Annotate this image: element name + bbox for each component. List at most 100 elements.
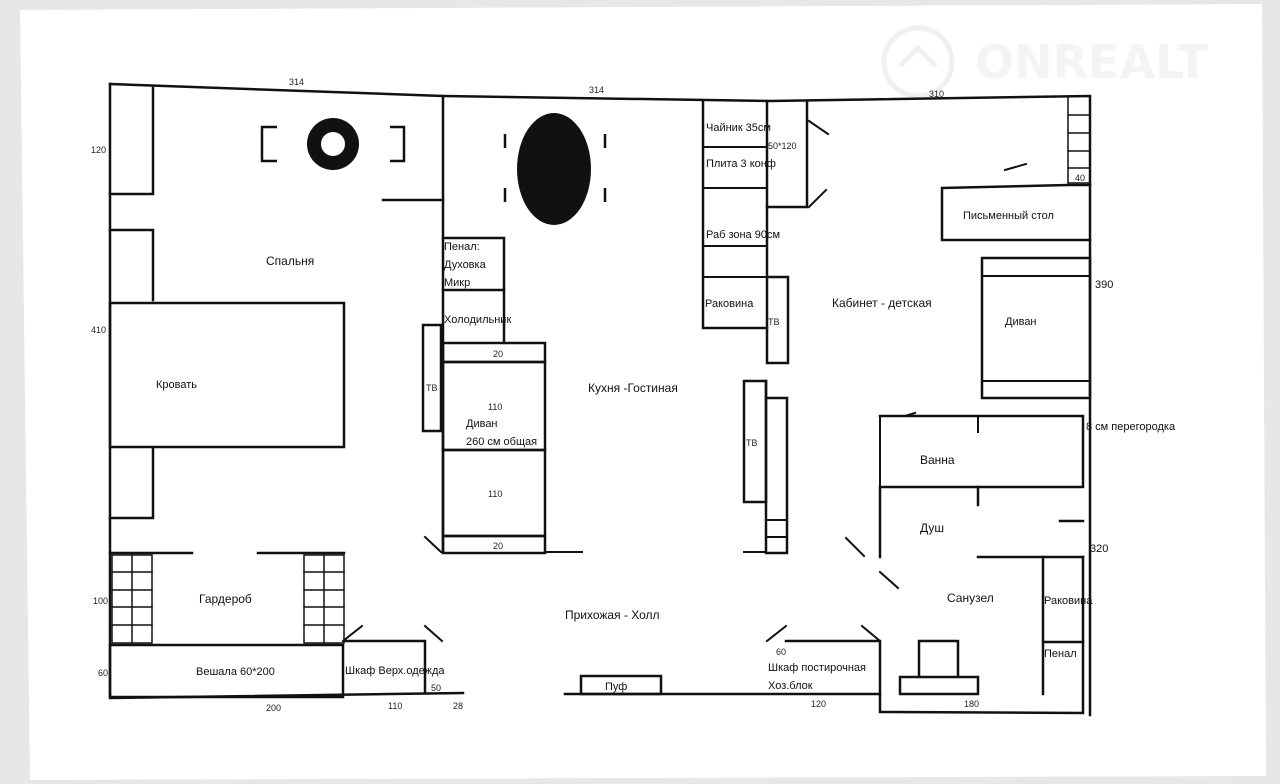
dim-bottom-120: 120 xyxy=(811,699,826,709)
dim-right-390: 390 xyxy=(1095,279,1113,291)
desk-box xyxy=(940,183,1092,242)
label-bed: Кровать xyxy=(156,379,197,391)
niche-top-left xyxy=(108,86,155,196)
dim-bottom-28: 28 xyxy=(453,701,463,711)
room-wc: Санузел xyxy=(947,591,994,605)
room-wardrobe: Гардероб xyxy=(199,592,252,606)
oval-table-icon xyxy=(517,113,591,225)
toilet-shape xyxy=(898,639,980,696)
label-closet-line2: Хоз.блок xyxy=(768,680,813,692)
label-kettle: Чайник 35см xyxy=(706,122,771,134)
dim-left-100: 100 xyxy=(93,596,108,606)
dining-chairs-icon xyxy=(503,134,607,202)
outer-closet-box xyxy=(342,639,427,695)
room-shower: Душ xyxy=(920,521,944,535)
label-pencil-3: Микр xyxy=(444,277,470,289)
walls xyxy=(108,82,1092,717)
counter-dividers xyxy=(702,146,768,278)
label-outer-closet: Шкаф Верх.одежда xyxy=(345,665,445,677)
closet-doors-left xyxy=(341,624,444,643)
bed-shape xyxy=(108,301,346,449)
label-sofa-right: Диван xyxy=(1005,316,1037,328)
label-sink-right: Раковина xyxy=(1044,595,1093,607)
label-pencil-2: Духовка xyxy=(444,259,487,271)
label-closet-line1: Шкаф постирочная xyxy=(768,662,866,674)
watermark-text: ONREALT xyxy=(975,35,1209,89)
dining-table xyxy=(503,113,607,225)
laundry-closet-box xyxy=(784,639,882,696)
label-fridge: Холодильник xyxy=(444,314,511,326)
laundry-closet-doors xyxy=(765,624,882,643)
pencil-box xyxy=(441,236,506,292)
room-kitchen-living: Кухня -Гостиная xyxy=(588,381,678,395)
sink-pencil-walls xyxy=(1041,555,1085,696)
niche-mid-left xyxy=(108,228,155,302)
kitchen-counter xyxy=(701,99,769,330)
label-tv-right-lower: ТВ xyxy=(746,438,758,448)
sofa-right-arms xyxy=(981,275,1091,382)
label-tv-left: ТВ xyxy=(426,383,438,393)
dim-top-right: 310 xyxy=(929,89,944,99)
dim-top-mid: 314 xyxy=(589,85,604,95)
dim-left-120: 120 xyxy=(91,145,106,155)
niche-low-left xyxy=(108,446,155,520)
label-workzone: Раб зона 90см xyxy=(706,229,780,241)
label-pencil-right: Пенал xyxy=(1044,648,1077,660)
house-icon xyxy=(898,44,938,68)
sofa-right-box xyxy=(980,256,1092,400)
dim-closet-60: 60 xyxy=(776,647,786,657)
dim-sofa-20-bottom: 20 xyxy=(493,541,503,551)
room-hall: Прихожая - Холл xyxy=(565,608,660,622)
dim-bottom-180: 180 xyxy=(964,699,979,709)
label-stove: Плита 3 конф xyxy=(706,158,776,170)
chairs-icon xyxy=(260,125,406,163)
dim-sofa-110-a: 110 xyxy=(488,402,502,412)
label-pencil-1: Пенал: xyxy=(444,241,480,253)
tv-right-upper xyxy=(765,99,790,365)
watermark-logo-icon xyxy=(881,25,955,99)
niche-50x120 xyxy=(765,99,809,209)
bathroom-doors xyxy=(844,536,900,590)
dim-right-320: 320 xyxy=(1090,543,1108,555)
shelf-right-grid xyxy=(303,554,345,644)
shelf-study-grid xyxy=(1067,114,1091,169)
room-study: Кабинет - детская xyxy=(832,296,932,310)
label-tv-right-upper: ТВ xyxy=(768,317,780,327)
dim-sofa-20-top: 20 xyxy=(493,349,503,359)
paper-sheet xyxy=(20,4,1266,780)
bath-box xyxy=(878,414,1085,559)
dim-sofa-110-b: 110 xyxy=(488,489,502,499)
label-niche: 50*120 xyxy=(768,141,797,151)
tv-left-box xyxy=(421,323,443,433)
kitchen-opening xyxy=(423,535,583,554)
niche-doors xyxy=(807,119,830,209)
dim-right-40: 40 xyxy=(1075,173,1085,183)
shelf-left-grid xyxy=(111,554,153,644)
room-bath: Ванна xyxy=(920,453,955,467)
hangers-box xyxy=(108,643,345,699)
label-hangers: Вешала 60*200 xyxy=(196,666,275,678)
dim-left-60: 60 xyxy=(98,668,108,678)
dim-top-left: 314 xyxy=(289,77,304,87)
label-pouf: Пуф xyxy=(605,681,627,693)
shelf-study xyxy=(1067,95,1091,184)
dim-bottom-200: 200 xyxy=(266,703,281,713)
right-column-lower xyxy=(764,379,789,555)
pouf-box xyxy=(579,674,663,696)
study-door-mark xyxy=(1003,162,1028,172)
bath-marks xyxy=(879,411,979,488)
dim-left-410: 410 xyxy=(91,325,106,335)
outer-wall-bottom-right xyxy=(563,555,1085,715)
dim-bottom-50: 50 xyxy=(431,683,441,693)
shower-walls xyxy=(976,485,1085,559)
room-bedroom: Спальня xyxy=(266,254,314,268)
watermark: ONREALT xyxy=(881,25,1209,99)
bedroom-table xyxy=(260,118,406,170)
dim-bottom-110: 110 xyxy=(388,701,402,711)
label-sink: Раковина xyxy=(705,298,754,310)
round-table-hole xyxy=(321,132,345,156)
label-sofa-total: 260 см общая xyxy=(466,436,537,448)
label-sofa: Диван xyxy=(466,418,498,430)
label-partition: 8 см перегородка xyxy=(1086,421,1176,433)
